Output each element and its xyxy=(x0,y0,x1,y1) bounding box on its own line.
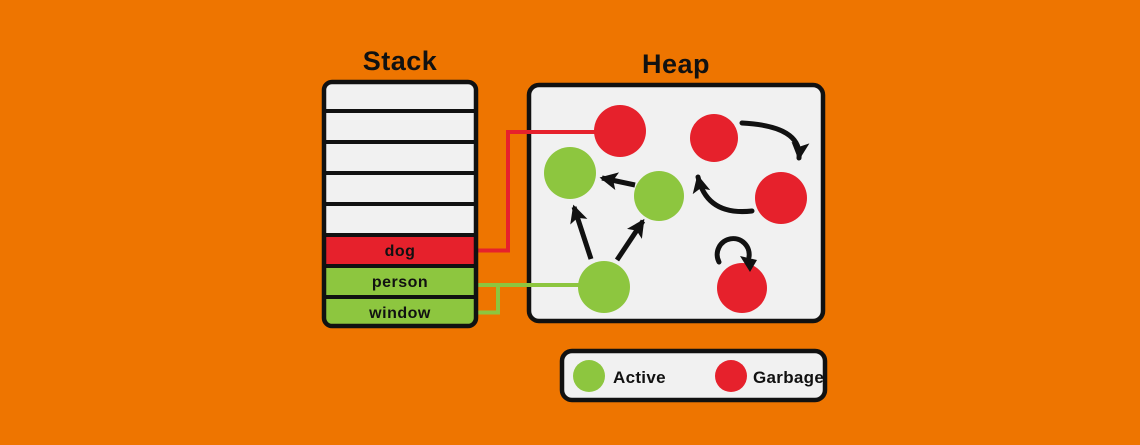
stack-slot-empty xyxy=(324,175,476,202)
stack-frame-person-label: person xyxy=(372,274,428,291)
stack-slot-empty xyxy=(324,206,476,233)
legend-panel xyxy=(559,348,828,403)
stack-separator xyxy=(324,140,476,144)
stack-separator xyxy=(324,109,476,113)
heap-node-active-3 xyxy=(578,261,630,313)
ref-line-window xyxy=(478,283,500,315)
stack-separator xyxy=(324,233,476,237)
stack-frame-window xyxy=(324,299,476,326)
stack-rows xyxy=(324,82,476,326)
legend-garbage-swatch xyxy=(715,360,747,392)
legend-garbage-label: Garbage xyxy=(753,368,824,387)
heap-node-active-2 xyxy=(634,171,684,221)
stack-frame-person xyxy=(324,268,476,295)
stack-slot-empty xyxy=(324,113,476,140)
heap-node-garbage-4 xyxy=(717,263,767,313)
arrow-active3-to-active2 xyxy=(614,218,646,262)
heap-node-garbage-3 xyxy=(755,172,807,224)
heap-node-garbage-1 xyxy=(594,105,646,157)
stack-separator xyxy=(324,264,476,268)
stack-border xyxy=(321,79,479,329)
heap-node-garbage-2 xyxy=(690,114,738,162)
arrow-garbage2-to-garbage3 xyxy=(739,120,810,161)
stack-slot-empty xyxy=(324,144,476,171)
arrow-garbage4-self-loop xyxy=(714,236,752,265)
stack-separator xyxy=(324,202,476,206)
stack-separator xyxy=(324,171,476,175)
stack-frame-dog-label: dog xyxy=(385,243,416,260)
arrow-garbage3-to-active2 xyxy=(692,174,755,215)
stack-frame-dog xyxy=(324,237,476,264)
stack-title: Stack xyxy=(363,46,438,76)
ref-line-dog xyxy=(478,130,612,253)
stack-slot-empty xyxy=(324,82,476,109)
arrow-active3-to-active1 xyxy=(570,204,594,260)
stack-separator xyxy=(324,295,476,299)
heap-title: Heap xyxy=(642,49,710,79)
legend-active-swatch xyxy=(573,360,605,392)
heap-node-active-1 xyxy=(544,147,596,199)
arrow-garbage4-self-loop-head xyxy=(740,256,757,272)
stack-frame-window-label: window xyxy=(368,305,431,322)
arrow-active2-to-active1 xyxy=(599,172,636,191)
legend-active-label: Active xyxy=(613,368,666,387)
